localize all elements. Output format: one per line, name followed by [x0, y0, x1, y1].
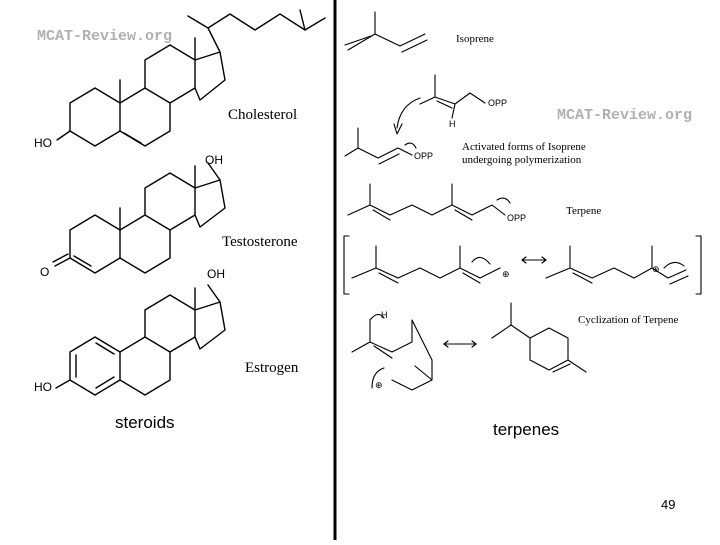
- limonene-structure: [491, 302, 587, 373]
- estrogen-oh-label: OH: [207, 267, 225, 281]
- cholesterol-structure: [56, 9, 326, 147]
- dimethylallyl-pp-structure: [344, 127, 417, 165]
- bracket-right: [695, 235, 702, 295]
- terpene-label: Terpene: [566, 205, 601, 217]
- cyclization-charge: ⊕: [375, 380, 383, 390]
- ipp-opp-label: OPP: [488, 98, 507, 108]
- geranyl-cation-resonance-structure: [545, 245, 689, 285]
- activated-forms-line1: Activated forms of Isoprene: [462, 141, 586, 153]
- resonance-arrow-top: [521, 256, 547, 264]
- watermark-left: MCAT-Review.org: [37, 28, 172, 45]
- cyclization-h-label: H: [381, 310, 388, 320]
- activated-forms-line2: undergoing polymerization: [462, 154, 582, 166]
- cholesterol-name: Cholesterol: [228, 107, 297, 123]
- cyclization-label: Cyclization of Terpene: [578, 314, 679, 326]
- resonance-arrow-bottom: [443, 340, 477, 348]
- isoprene-structure: [344, 11, 428, 53]
- cholesterol-ho-label: HO: [34, 136, 52, 150]
- watermark-right: MCAT-Review.org: [557, 107, 692, 124]
- dmapp-opp-label: OPP: [414, 151, 433, 161]
- testosterone-name: Testosterone: [222, 234, 298, 250]
- estrogen-structure: [55, 284, 226, 396]
- steroids-caption: steroids: [115, 413, 175, 432]
- page-number: 49: [661, 497, 675, 512]
- cyclization-intermediate-structure: [351, 313, 433, 391]
- isoprene-label: Isoprene: [456, 33, 494, 45]
- bracket-left: [343, 235, 350, 295]
- isopentenyl-pp-structure: [393, 74, 486, 135]
- estrogen-ho-label: HO: [34, 380, 52, 394]
- testosterone-structure: [52, 162, 226, 274]
- estrogen-name: Estrogen: [245, 360, 299, 376]
- terpenes-caption: terpenes: [493, 420, 559, 439]
- testosterone-o-label: O: [40, 265, 49, 279]
- geranyl-cation-structure: [351, 245, 501, 284]
- geranyl-resonance-charge: ⊕: [652, 264, 660, 274]
- terpene-opp-label: OPP: [507, 213, 526, 223]
- ipp-h-label: H: [449, 119, 456, 129]
- terpene-structure: [347, 183, 511, 221]
- geranyl-cation-charge: ⊕: [502, 269, 510, 279]
- testosterone-oh-label: OH: [205, 153, 223, 167]
